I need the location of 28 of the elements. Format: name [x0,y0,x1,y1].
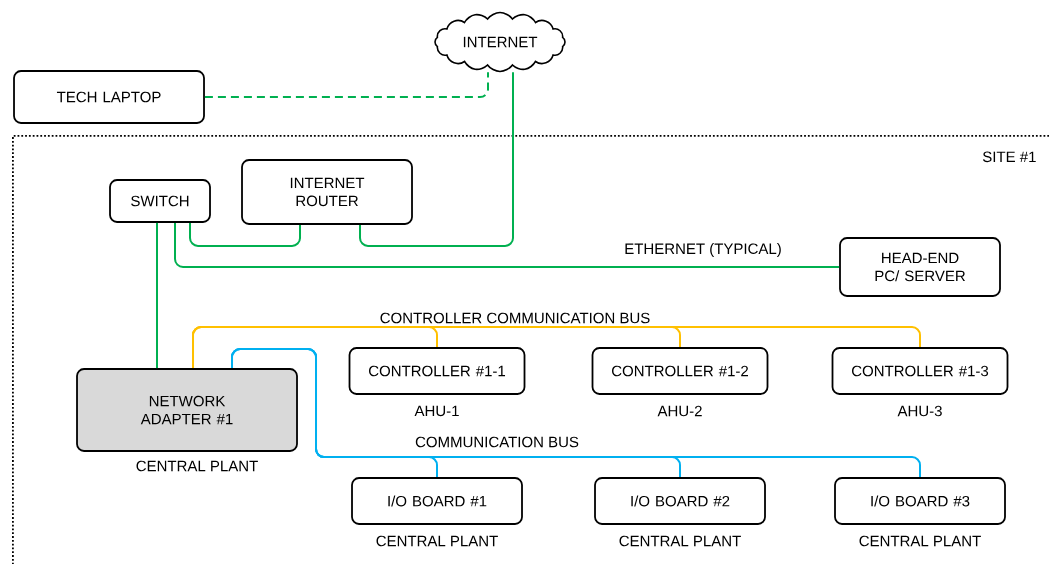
device-box: NETWORK ADAPTER #1 [76,368,298,452]
bus-label: CONTROLLER COMMUNICATION BUS [378,311,652,325]
device-box: TECH LAPTOP [13,70,205,124]
connector-line [231,348,921,479]
device-box: I/O BOARD #1 [351,477,523,525]
device-box: SWITCH [109,179,211,223]
device-box: CONTROLLER #1-2 [591,347,769,395]
connector-line [189,221,301,247]
node-caption: AHU-2 [657,405,702,417]
node-caption: CENTRAL PLANT [859,535,981,547]
connector-line [156,221,158,370]
device-box: I/O BOARD #3 [834,477,1006,525]
device-box: HEAD-END PC/ SERVER [839,237,1001,297]
device-box: CONTROLLER #1-1 [348,347,526,395]
device-box: CONTROLLER #1-3 [831,347,1009,395]
device-box: INTERNET ROUTER [241,159,413,225]
edge-label: ETHERNET (TYPICAL) [623,242,783,258]
node-caption: CENTRAL PLANT [619,535,741,547]
node-caption: CENTRAL PLANT [376,535,498,547]
node-caption: AHU-1 [414,405,459,417]
connector-line [192,326,921,370]
node-caption: CENTRAL PLANT [136,460,258,472]
device-box: I/O BOARD #2 [594,477,766,525]
connector-line [174,221,841,268]
node-caption: AHU-3 [897,405,942,417]
connector-line [359,71,514,247]
connector-line [203,71,489,98]
bus-label: COMMUNICATION BUS [414,435,580,449]
